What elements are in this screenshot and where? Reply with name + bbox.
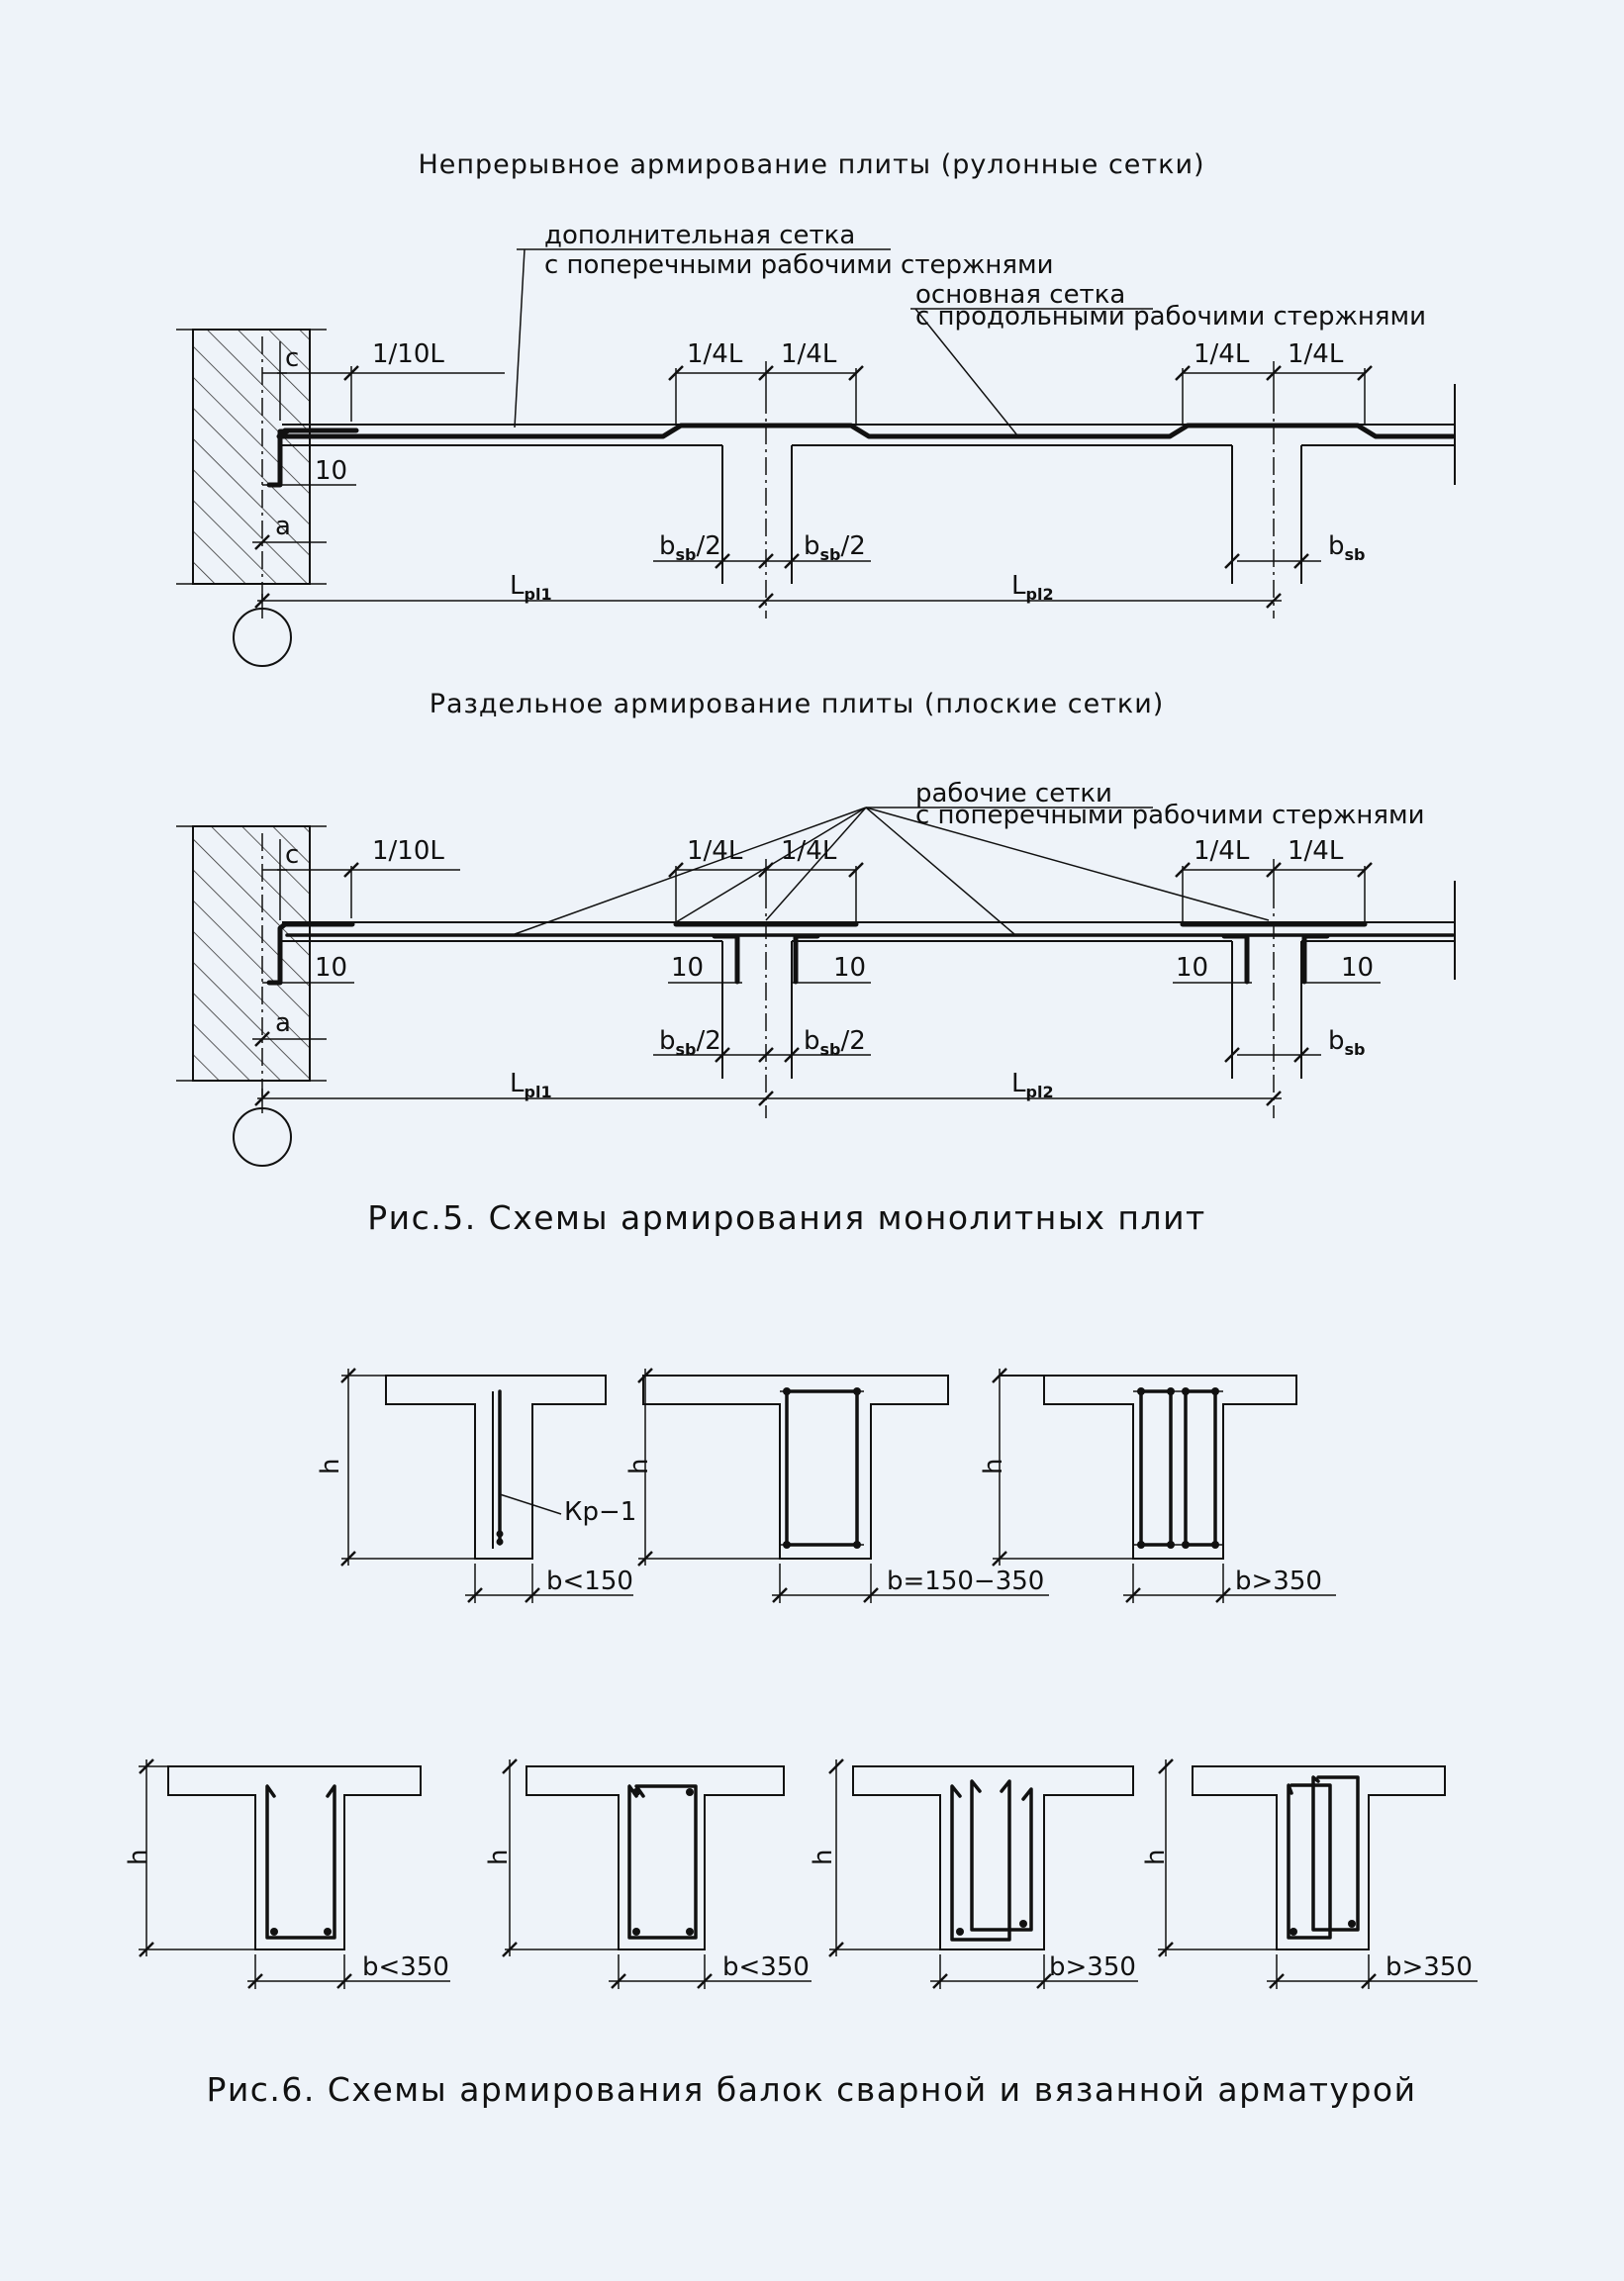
cage-welded-2 bbox=[785, 1389, 859, 1547]
stirrup-6a bbox=[950, 1779, 1011, 1942]
main-mesh-1 bbox=[276, 423, 1456, 439]
dim-1-10L: 1/10L bbox=[372, 339, 444, 369]
dim-1-10L-2: 1/10L bbox=[372, 836, 444, 866]
fig5-caption: Рис.5. Схемы армирования монолитных плит bbox=[367, 1198, 1206, 1237]
dim-quarter-2b: 1/4L bbox=[1288, 339, 1344, 369]
width-label-r2-2: b<350 bbox=[722, 1952, 810, 1982]
dim-bsb-2: bsb bbox=[1328, 1026, 1366, 1059]
dim-quarter-1a: 1/4L bbox=[687, 339, 743, 369]
dim-10-2: 10 bbox=[315, 953, 347, 983]
fig6-caption: Рис.6. Схемы армирования балок сварной и… bbox=[206, 2070, 1416, 2109]
stirrup-6b bbox=[970, 1779, 1033, 1932]
h-label-2: h bbox=[624, 1459, 654, 1474]
fig6-row1: h Кр−1 b<150 h b=150−350 bbox=[316, 1368, 1336, 1603]
dim-c-2: c bbox=[285, 840, 299, 870]
wall-2 bbox=[192, 825, 311, 1082]
fig6-row2: h b<350 h b<350 h bbox=[124, 1758, 1478, 2109]
dim-quarter-4a: 1/4L bbox=[1194, 836, 1250, 866]
h-label-7: h bbox=[1141, 1850, 1171, 1865]
label-main-mesh-2: с продольными рабочими стержнями bbox=[915, 302, 1426, 332]
label-main-mesh: основная сетка bbox=[915, 280, 1125, 310]
dim-10: 10 bbox=[315, 456, 347, 486]
dim-a-2: a bbox=[275, 1008, 291, 1038]
width-label-r2-1: b<350 bbox=[362, 1952, 449, 1982]
cage-welded-3a bbox=[1139, 1389, 1173, 1547]
width-label-r1-3: b>350 bbox=[1235, 1567, 1322, 1596]
fig5-continuous: Непрерывное армирование плиты (рулонные … bbox=[176, 149, 1456, 667]
dim-bsb: bsb bbox=[1328, 531, 1366, 564]
dim-c: c bbox=[285, 343, 299, 373]
dim-quarter-4b: 1/4L bbox=[1288, 836, 1344, 866]
label-working-mesh-2: с поперечными рабочими стержнями bbox=[915, 801, 1425, 830]
cage-welded-3b bbox=[1184, 1389, 1217, 1547]
dim-Lpl2-2: Lpl2 bbox=[1011, 1069, 1054, 1101]
dim-Lpl1-2: Lpl1 bbox=[510, 1069, 552, 1101]
dim-quarter-3a: 1/4L bbox=[687, 836, 743, 866]
kr1-label: Кр−1 bbox=[564, 1497, 636, 1527]
dim-a: a bbox=[275, 512, 291, 541]
dim-10-b1r: 10 bbox=[833, 953, 866, 983]
fig5-continuous-title: Непрерывное армирование плиты (рулонные … bbox=[418, 149, 1204, 180]
stirrup-open-4 bbox=[265, 1784, 336, 1940]
dim-bsb2-right: bsb/2 bbox=[804, 531, 866, 564]
width-label-r2-4: b>350 bbox=[1385, 1952, 1473, 1982]
dim-bsb2-left-2: bsb/2 bbox=[659, 1026, 721, 1059]
dim-quarter-1b: 1/4L bbox=[781, 339, 837, 369]
label-working-mesh: рабочие сетки bbox=[915, 779, 1112, 808]
h-label-6: h bbox=[809, 1850, 838, 1865]
dim-quarter-2a: 1/4L bbox=[1194, 339, 1250, 369]
label-additional-mesh: дополнительная сетка bbox=[544, 221, 855, 250]
dim-10-b2r: 10 bbox=[1341, 953, 1374, 983]
width-label-r2-3: b>350 bbox=[1049, 1952, 1136, 1982]
width-label-r1-2: b=150−350 bbox=[887, 1567, 1044, 1596]
width-label-r1-1: b<150 bbox=[546, 1567, 633, 1596]
h-label-5: h bbox=[484, 1850, 514, 1865]
dim-quarter-3b: 1/4L bbox=[781, 836, 837, 866]
dim-Lpl1: Lpl1 bbox=[510, 571, 552, 604]
dim-10-b2l: 10 bbox=[1176, 953, 1208, 983]
dim-Lpl2: Lpl2 bbox=[1011, 571, 1054, 604]
wall-1 bbox=[192, 329, 311, 585]
h-label-1: h bbox=[316, 1459, 345, 1474]
h-label-3: h bbox=[979, 1459, 1008, 1474]
stirrup-7b bbox=[1311, 1775, 1360, 1932]
axis-bubble-2 bbox=[233, 1107, 292, 1167]
fig5-separate-title: Раздельное армирование плиты (плоские се… bbox=[430, 689, 1165, 719]
axis-bubble-1 bbox=[233, 608, 292, 667]
stirrup-closed-5 bbox=[627, 1784, 698, 1940]
dim-10-b1l: 10 bbox=[671, 953, 704, 983]
fig5-separate: Раздельное армирование плиты (плоские се… bbox=[176, 689, 1456, 1237]
dim-bsb2-left: bsb/2 bbox=[659, 531, 721, 564]
stirrup-7a bbox=[1287, 1783, 1332, 1940]
dim-bsb2-right-2: bsb/2 bbox=[804, 1026, 866, 1059]
h-label-4: h bbox=[124, 1850, 153, 1865]
label-additional-mesh-2: с поперечными рабочими стержнями bbox=[544, 250, 1054, 280]
